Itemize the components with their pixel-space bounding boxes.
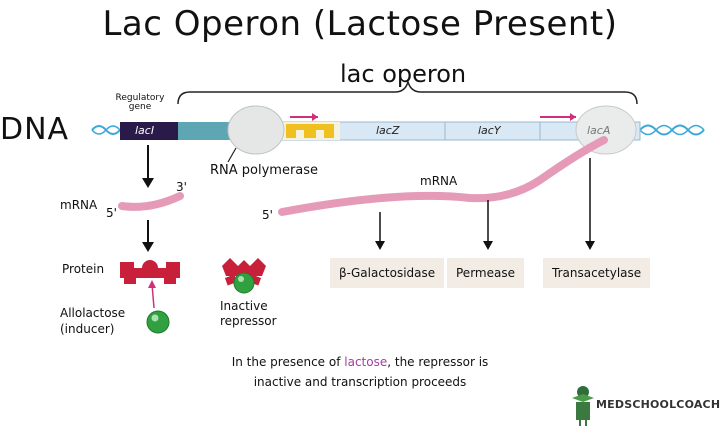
caption-line2: inactive and transcription proceeds	[253, 375, 467, 389]
medschoolcoach-logo-text: MEDSCHOOLCOACH	[596, 398, 720, 411]
caption-line1-before: In the presence of	[231, 355, 345, 369]
mrna-large	[278, 136, 608, 216]
operator-shape	[286, 124, 334, 138]
allolactose-inducer-bound	[233, 272, 255, 294]
mrna-small	[118, 192, 184, 211]
rna-polymerase-blob-right	[575, 105, 637, 155]
product-transacetylase: Transacetylase	[543, 258, 651, 288]
allolactose-inducer-left	[146, 310, 170, 334]
dna-label: DNA	[0, 112, 70, 147]
gene-lacZ-label: lacZ	[376, 124, 400, 137]
mrna-right-five-prime: 5'	[262, 208, 273, 222]
gene-lacI-segment	[120, 122, 178, 140]
promoter-segment	[178, 122, 240, 140]
repressor-protein-shape	[120, 260, 180, 284]
rna-polymerase-blob	[227, 105, 285, 155]
caption-lactose-highlight: lactose	[344, 355, 388, 369]
page-title: Lac Operon (Lactose Present)	[102, 4, 618, 44]
caption-line1-after: , the repressor is	[387, 355, 489, 369]
gene-lacY-label: lacY	[478, 124, 501, 137]
dna-helix-left-2	[91, 125, 121, 135]
inactive-label-line2: repressor	[220, 314, 277, 328]
gene-lacI-label: lacI	[135, 124, 155, 137]
product-beta-galactosidase: β-Galactosidase	[330, 258, 445, 288]
operon-bracket	[177, 79, 638, 105]
allolactose-label-line2: (inducer)	[60, 322, 115, 336]
protein-label: Protein	[62, 262, 105, 276]
caption: In the presence of lactose, the represso…	[160, 352, 560, 392]
gene-lacA-label: lacA	[587, 124, 611, 137]
dna-helix-right-2	[639, 124, 705, 136]
allolactose-label-line1: Allolactose	[60, 306, 126, 320]
medschoolcoach-logo-icon	[572, 386, 594, 426]
mrna-left-five-prime: 5'	[106, 206, 117, 220]
lac-operon-label: lac operon	[340, 60, 467, 88]
caption-line1: In the presence of lactose, the represso…	[160, 352, 560, 372]
inactive-repressor-label: Inactive repressor	[220, 299, 277, 329]
mrna-left-three-prime: 3'	[176, 180, 187, 194]
rna-polymerase-label: RNA polymerase	[210, 163, 319, 178]
product-permease: Permease	[447, 258, 524, 288]
allolactose-label: Allolactose (inducer)	[60, 305, 125, 337]
mrna-left-label: mRNA	[60, 198, 98, 212]
inactive-label-line1: Inactive	[220, 299, 268, 313]
mrna-right-label: mRNA	[420, 174, 458, 188]
regulatory-gene-label: Regulatory gene	[115, 93, 165, 112]
